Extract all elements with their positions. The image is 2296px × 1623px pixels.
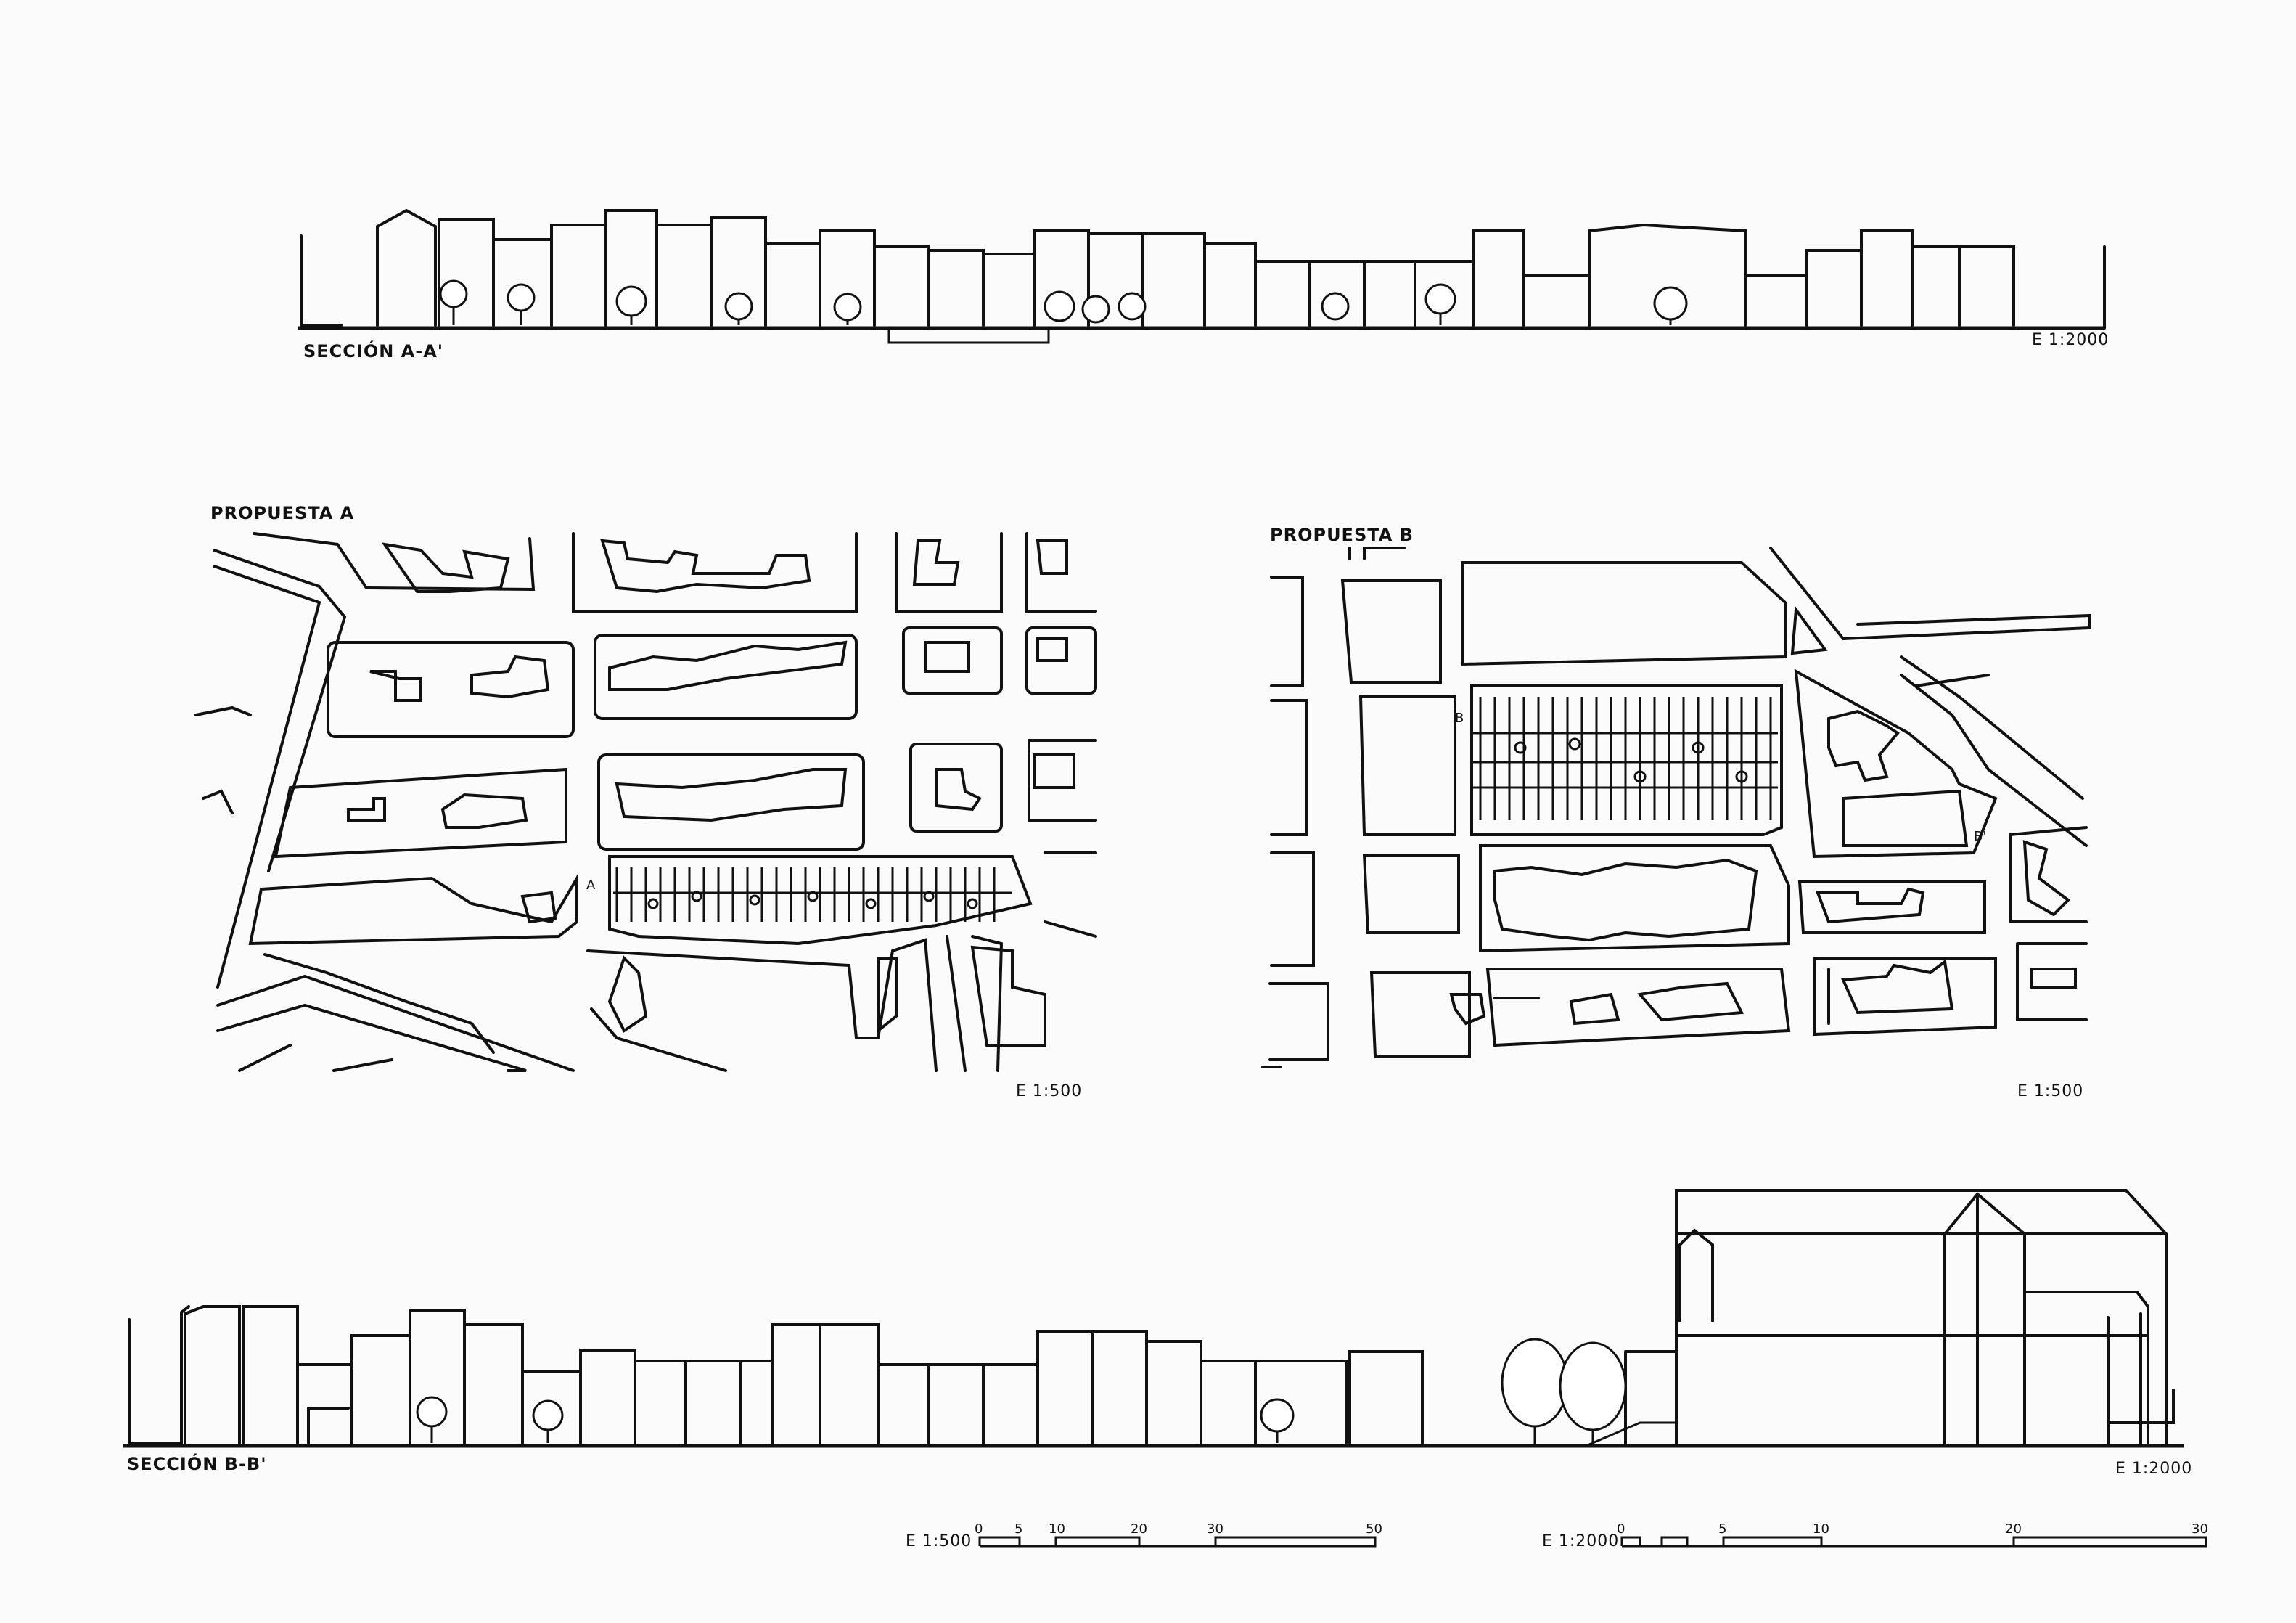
plan-a-proposal-block — [613, 867, 1012, 922]
section-bb-trees — [416, 1338, 1627, 1444]
scale-bar-2000-tick-1: 5 — [1718, 1521, 1726, 1537]
plan-b-proposal-block — [1473, 697, 1778, 820]
plan-b — [1261, 547, 2091, 1068]
scale-bar-500-tick-1: 5 — [1014, 1521, 1022, 1537]
scale-bar-2000-tick-2: 10 — [1813, 1521, 1829, 1537]
section-aa-elevation — [298, 208, 2106, 344]
scale-bar-500-tick-4: 30 — [1207, 1521, 1223, 1537]
scale-bar-2000-tick-0: 0 — [1617, 1521, 1625, 1537]
scale-bar-2000: E 1:2000 0 5 10 20 30 — [1542, 1521, 2208, 1550]
plan-b-section-marker-left: B — [1455, 711, 1464, 726]
plan-a — [194, 532, 1097, 1072]
section-aa-scale: E 1:2000 — [2032, 331, 2109, 349]
section-aa-trees — [439, 279, 1688, 325]
scale-bar-2000-tick-4: 30 — [2192, 1521, 2208, 1537]
section-bb-scale: E 1:2000 — [2115, 1460, 2192, 1478]
plan-a-section-marker: A — [586, 878, 596, 893]
scale-bar-2000-label: E 1:2000 — [1542, 1532, 1619, 1550]
plan-a-label: PROPUESTA A — [210, 503, 354, 523]
section-bb-label: SECCIÓN B-B' — [127, 1452, 267, 1474]
scale-bar-500-tick-5: 50 — [1366, 1521, 1382, 1537]
plan-b-scale: E 1:500 — [2017, 1082, 2083, 1100]
section-bb-elevation — [123, 1189, 2184, 1448]
scale-bar-500-tick-2: 10 — [1049, 1521, 1065, 1537]
plan-a-scale: E 1:500 — [1016, 1082, 1082, 1100]
scale-bar-500-tick-0: 0 — [975, 1521, 983, 1537]
plan-b-section-marker-right: B' — [1974, 829, 1986, 844]
scale-bar-500-label: E 1:500 — [906, 1532, 972, 1550]
scale-bar-500: E 1:500 0 5 10 20 30 50 — [906, 1521, 1382, 1550]
plan-b-label: PROPUESTA B — [1270, 525, 1414, 545]
scale-bar-500-tick-3: 20 — [1131, 1521, 1147, 1537]
scale-bar-2000-tick-3: 20 — [2005, 1521, 2022, 1537]
section-aa-label: SECCIÓN A-A' — [303, 340, 443, 361]
